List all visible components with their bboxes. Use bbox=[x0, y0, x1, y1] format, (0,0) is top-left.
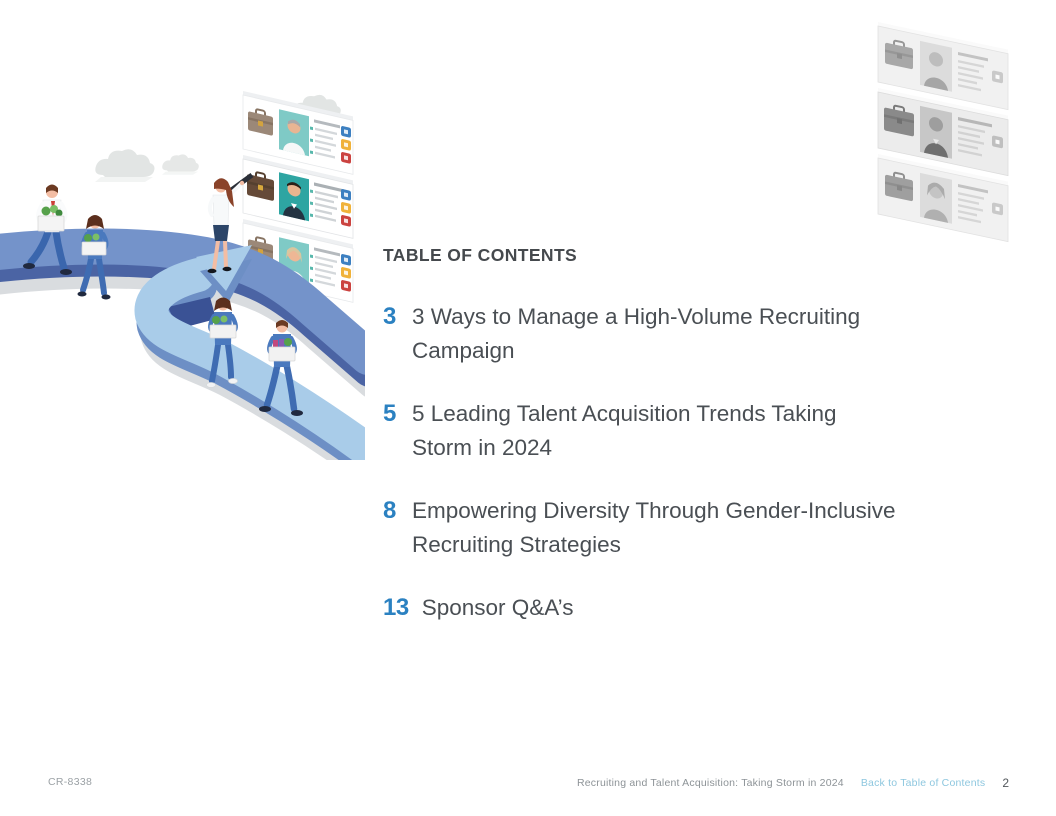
toc-page-number: 5 bbox=[383, 400, 396, 427]
profile-photo bbox=[279, 109, 309, 157]
recruiter-with-telescope bbox=[207, 172, 254, 274]
resume-text-lines bbox=[310, 119, 340, 159]
briefcase-icon bbox=[884, 104, 914, 137]
light-blue-arrow-road bbox=[134, 245, 365, 460]
resume-card bbox=[242, 155, 354, 239]
resume-cards-grayscale-illustration bbox=[877, 22, 1009, 243]
resume-card-gray bbox=[877, 22, 1009, 111]
card-action-buttons bbox=[341, 189, 351, 227]
toc-entry-title: 3 Ways to Manage a High-Volume Recruitin… bbox=[412, 304, 861, 363]
toc-page-number: 13 bbox=[383, 594, 409, 621]
walking-person-with-box bbox=[259, 320, 303, 416]
walking-person-with-box bbox=[77, 215, 111, 300]
page-number: 2 bbox=[1002, 776, 1009, 790]
recruiting-path-illustration bbox=[0, 91, 365, 460]
resume-text-lines bbox=[958, 184, 988, 224]
document-code: CR-8338 bbox=[48, 776, 93, 788]
resume-text-lines bbox=[310, 182, 344, 222]
toc-page-number: 8 bbox=[383, 497, 396, 524]
walking-person-with-box bbox=[23, 184, 72, 275]
briefcase-icon bbox=[247, 171, 274, 201]
toc-title: TABLE OF CONTENTS bbox=[383, 245, 578, 265]
toc-entry-title: Sponsor Q&A’s bbox=[421, 595, 574, 620]
back-to-toc-link[interactable]: Back to Table of Contents bbox=[860, 777, 986, 789]
toc-entry-title: Empowering Diversity Through Gender-Incl… bbox=[412, 498, 896, 557]
toc-entry-title: 5 Leading Talent Acquisition Trends Taki… bbox=[412, 401, 837, 460]
walking-person-with-box bbox=[206, 297, 238, 388]
toc-item-2[interactable]: 5 5 Leading Talent Acquisition Trends Ta… bbox=[383, 397, 1023, 465]
toc-item-4[interactable]: 13 Sponsor Q&A’s bbox=[383, 591, 1023, 625]
toc-item-1[interactable]: 3 3 Ways to Manage a High-Volume Recruit… bbox=[383, 300, 1023, 368]
card-action-buttons bbox=[341, 254, 351, 292]
resume-card-gray bbox=[877, 154, 1009, 243]
profile-photo bbox=[920, 40, 952, 92]
footer: Recruiting and Talent Acquisition: Takin… bbox=[577, 776, 1009, 790]
resume-text-lines bbox=[958, 117, 992, 157]
table-of-contents: TABLE OF CONTENTS 3 3 Ways to Manage a H… bbox=[383, 245, 1023, 654]
toc-item-3[interactable]: 8 Empowering Diversity Through Gender-In… bbox=[383, 494, 1023, 562]
briefcase-icon bbox=[885, 39, 913, 70]
resume-cards bbox=[242, 91, 354, 303]
card-action-buttons bbox=[341, 126, 351, 164]
resume-text-lines bbox=[958, 52, 988, 92]
cloud-icon bbox=[95, 149, 155, 182]
briefcase-icon bbox=[248, 108, 273, 136]
resume-card-gray bbox=[877, 88, 1009, 177]
resume-text-lines bbox=[310, 247, 340, 287]
resume-card bbox=[242, 91, 354, 175]
briefcase-icon bbox=[885, 171, 913, 202]
profile-photo bbox=[920, 105, 952, 159]
cloud-icon bbox=[162, 154, 199, 175]
profile-photo bbox=[920, 172, 952, 224]
footer-doc-title: Recruiting and Talent Acquisition: Takin… bbox=[576, 777, 844, 789]
toc-page-number: 3 bbox=[383, 303, 396, 330]
profile-photo bbox=[279, 172, 309, 222]
